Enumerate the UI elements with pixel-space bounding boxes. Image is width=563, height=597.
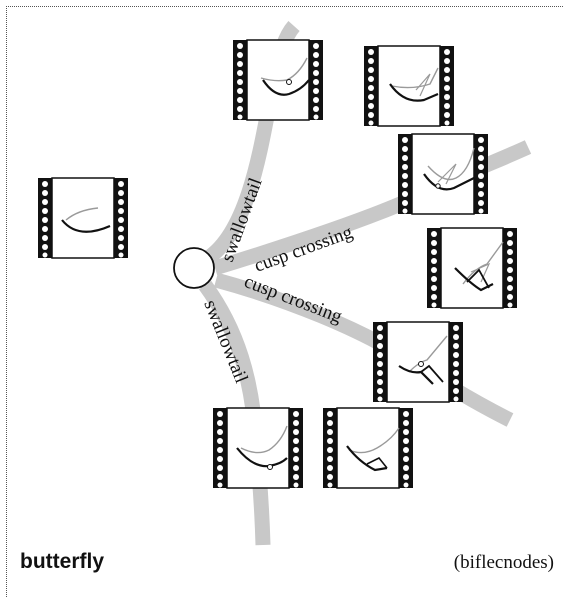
film-frame-top-right xyxy=(363,45,455,127)
central-node xyxy=(173,247,215,289)
film-frame-right-upper xyxy=(397,133,489,215)
diagram-title: butterfly xyxy=(20,550,104,573)
film-frame-left xyxy=(37,177,129,259)
diagram-note: (biflecnodes) xyxy=(453,552,554,573)
film-frame-top-center xyxy=(232,39,324,121)
figure-frame xyxy=(6,6,563,597)
film-frame-right-middle xyxy=(426,227,518,309)
film-frame-bottom-center xyxy=(212,407,304,489)
film-frame-bottom-right xyxy=(322,407,414,489)
film-frame-right-lower xyxy=(372,321,464,403)
